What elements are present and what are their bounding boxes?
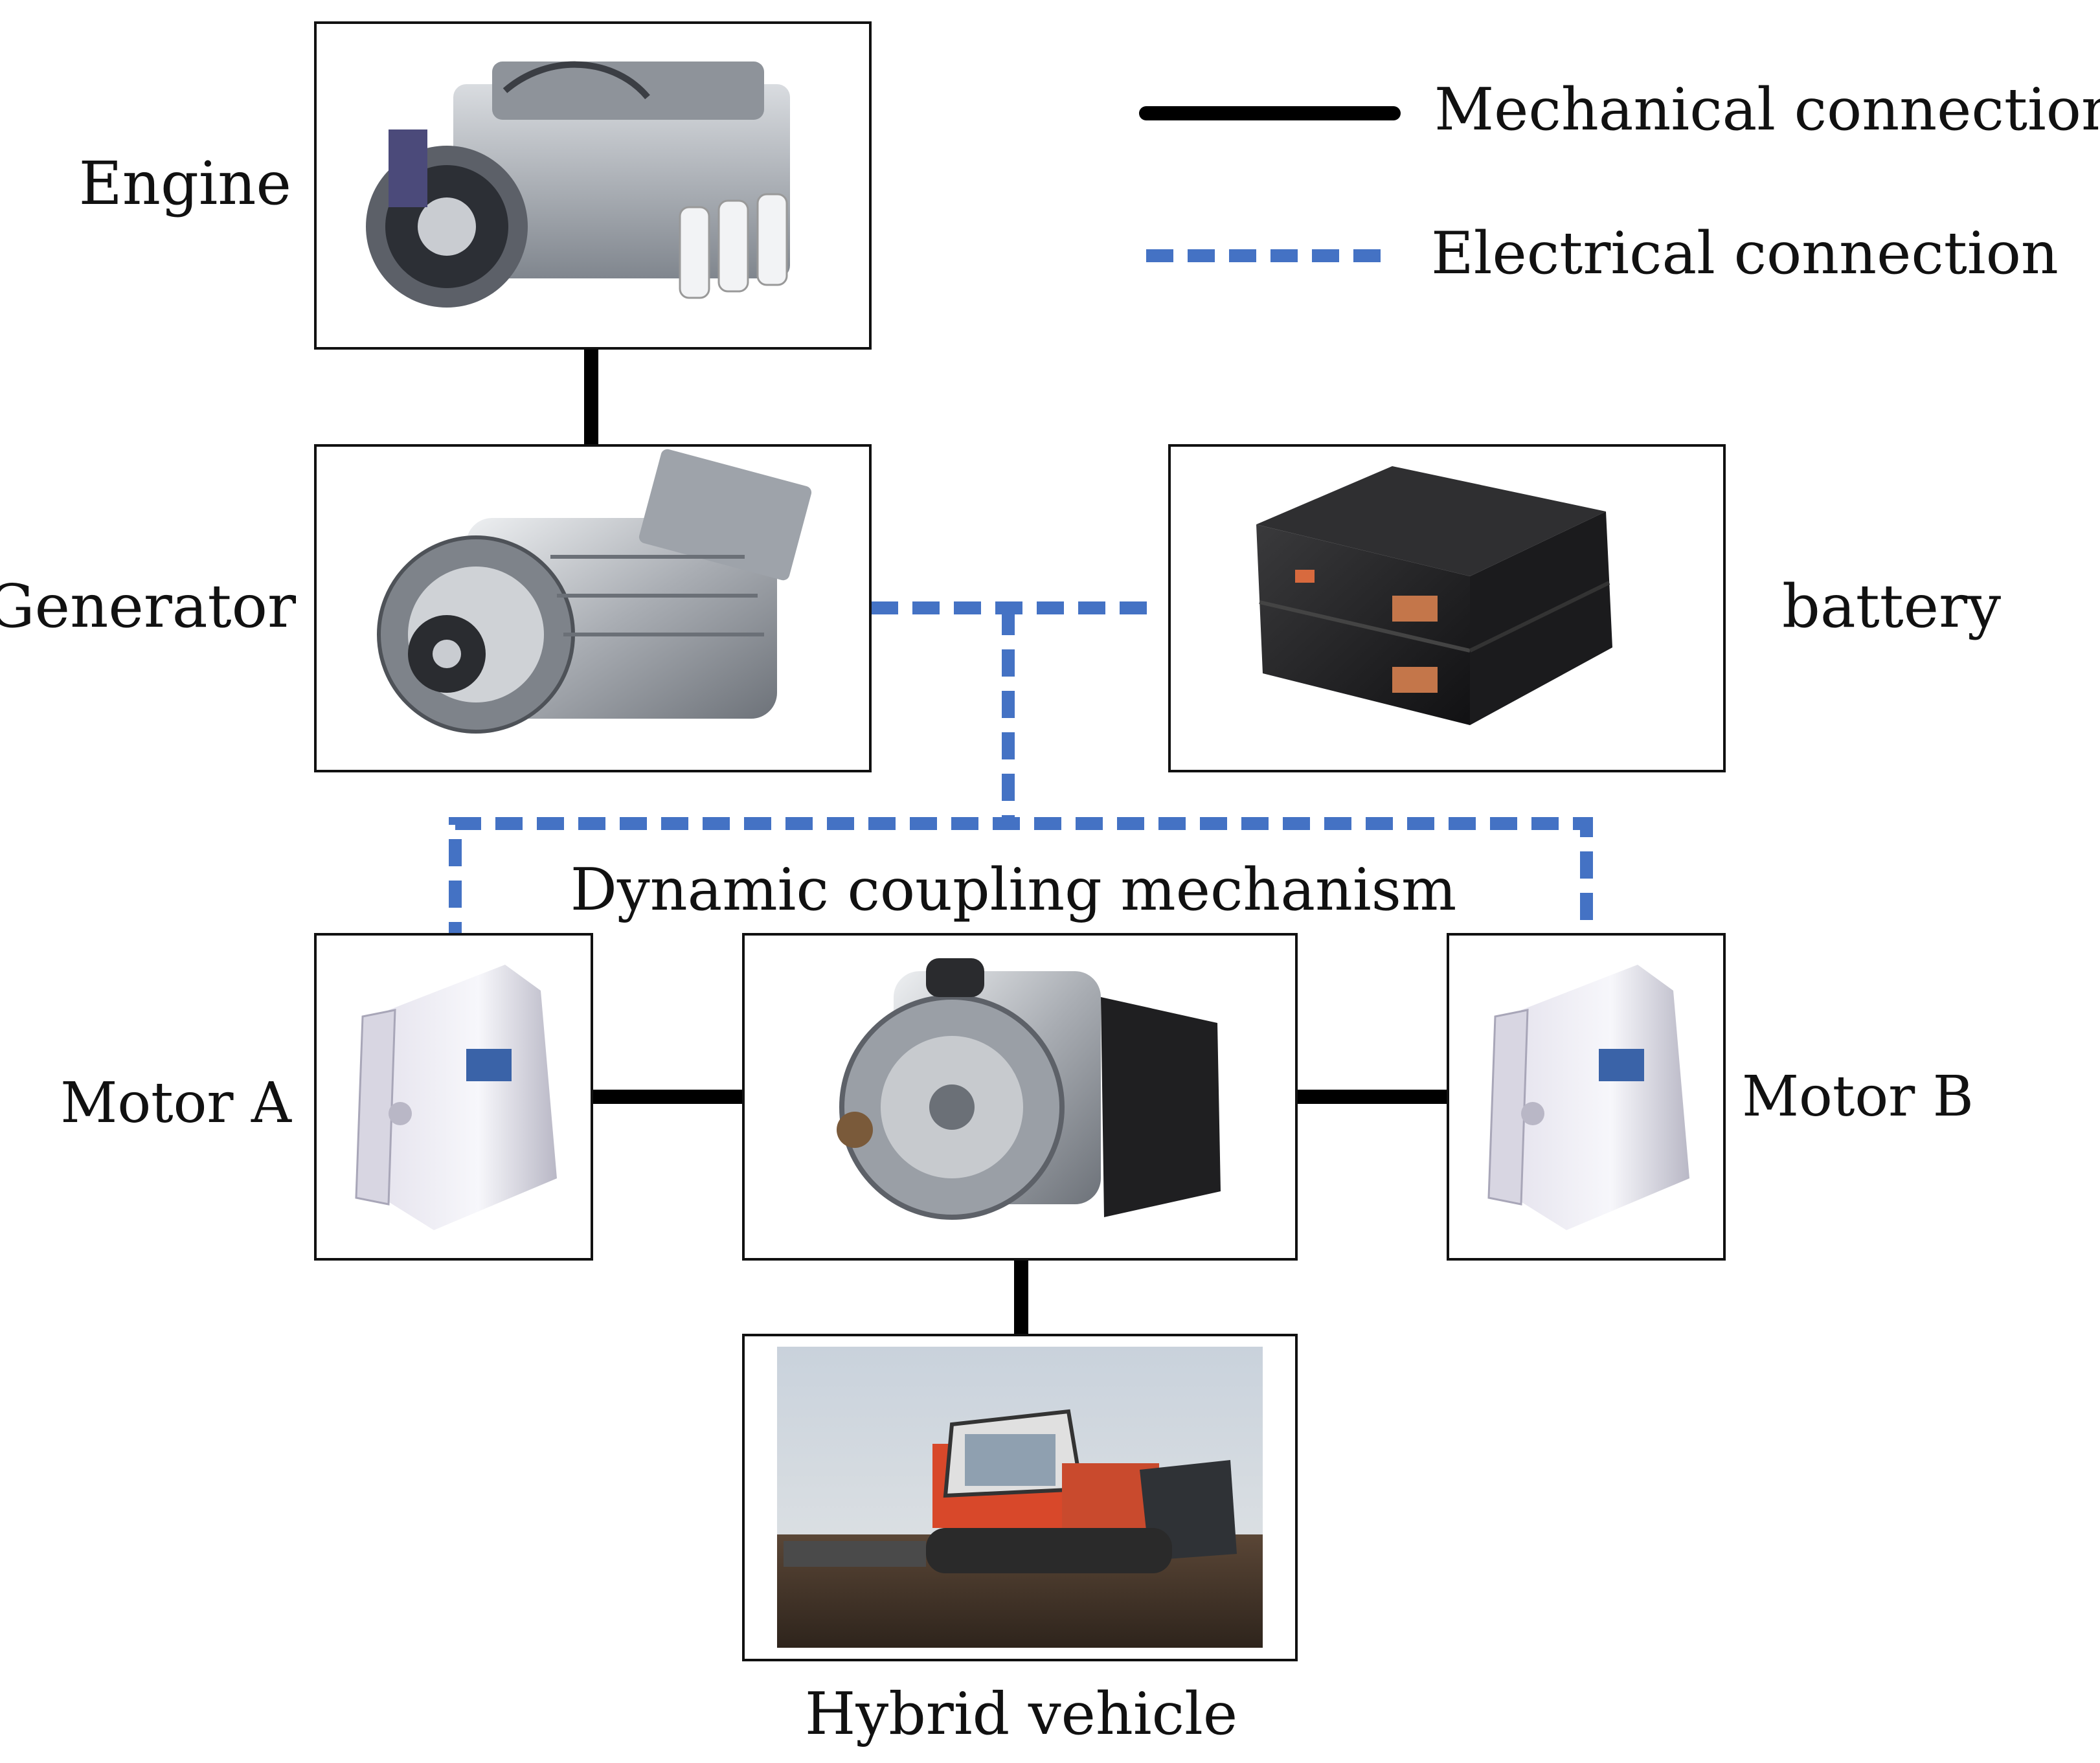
motor-b-label: Motor B	[1742, 1064, 1974, 1129]
vehicle-node: Hybrid vehicle	[742, 1334, 1298, 1748]
transmission-image	[837, 958, 1221, 1220]
generator-node: Generator	[0, 444, 872, 772]
electrical-connections	[449, 601, 1593, 949]
engine-image	[366, 61, 790, 308]
generator-image	[377, 449, 812, 734]
legend-mechanical-label: Mechanical connection	[1434, 76, 2100, 144]
engine-label: Engine	[79, 149, 291, 218]
motor-a-image	[355, 965, 557, 1230]
legend-electrical-label: Electrical connection	[1431, 219, 2059, 287]
motor-a-node: Motor A	[60, 933, 593, 1261]
battery-pack-image	[1256, 466, 1612, 725]
legend: Mechanical connection Electrical connect…	[1139, 76, 2100, 287]
coupling-label: Dynamic coupling mechanism	[570, 856, 1457, 924]
crawler-tractor-photo	[777, 1347, 1263, 1648]
motor-b-image	[1487, 965, 1689, 1230]
motor-bus	[449, 817, 1593, 949]
coupling-node: Dynamic coupling mechanism	[570, 856, 1457, 1261]
mechanical-connections	[584, 341, 1455, 1342]
battery-node: battery	[1168, 444, 2001, 772]
generator-label: Generator	[0, 572, 296, 641]
vehicle-label: Hybrid vehicle	[805, 1680, 1237, 1748]
motor-a-label: Motor A	[60, 1071, 292, 1136]
motor-b-node: Motor B	[1447, 933, 1974, 1261]
battery-label: battery	[1782, 572, 2001, 641]
engine-node: Engine	[79, 21, 872, 350]
